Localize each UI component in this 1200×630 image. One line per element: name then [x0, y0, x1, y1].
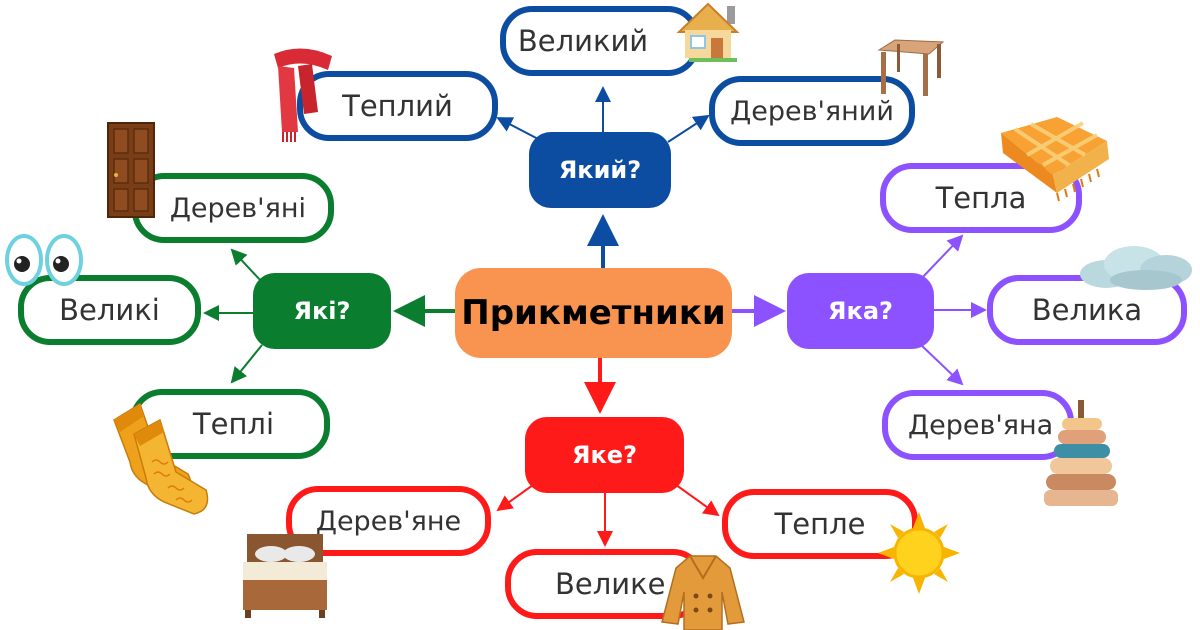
house-icon [676, 2, 740, 62]
word-derevyana: Дерев'яна [882, 390, 1074, 460]
word-veliki: Великі [18, 275, 201, 345]
sun-icon [878, 512, 960, 594]
question-masculine: Який? [529, 132, 671, 208]
question-neuter: Яке? [525, 417, 684, 493]
word-teplyi: Теплий [297, 71, 498, 141]
eyes-icon [5, 234, 83, 286]
table-icon [877, 39, 945, 96]
coat-icon [661, 555, 745, 630]
bed-icon [243, 534, 327, 618]
question-feminine: Яка? [787, 273, 934, 349]
word-velyke: Велике [505, 549, 705, 619]
center-node: Прикметники [455, 268, 732, 358]
word-derevianyi: Дерев'яний [709, 76, 915, 146]
word-velykyi: Великий [500, 6, 700, 76]
toy-pyramid-icon [1044, 400, 1118, 506]
scarf-icon [274, 48, 332, 142]
socks-icon [113, 402, 209, 515]
question-plural: Які? [253, 273, 391, 349]
door-icon [107, 122, 155, 218]
cloud-icon [1080, 246, 1192, 290]
word-teple: Тепле [722, 489, 918, 559]
blanket-icon [1001, 117, 1109, 202]
word-derevyani: Дерев'яні [132, 173, 334, 243]
